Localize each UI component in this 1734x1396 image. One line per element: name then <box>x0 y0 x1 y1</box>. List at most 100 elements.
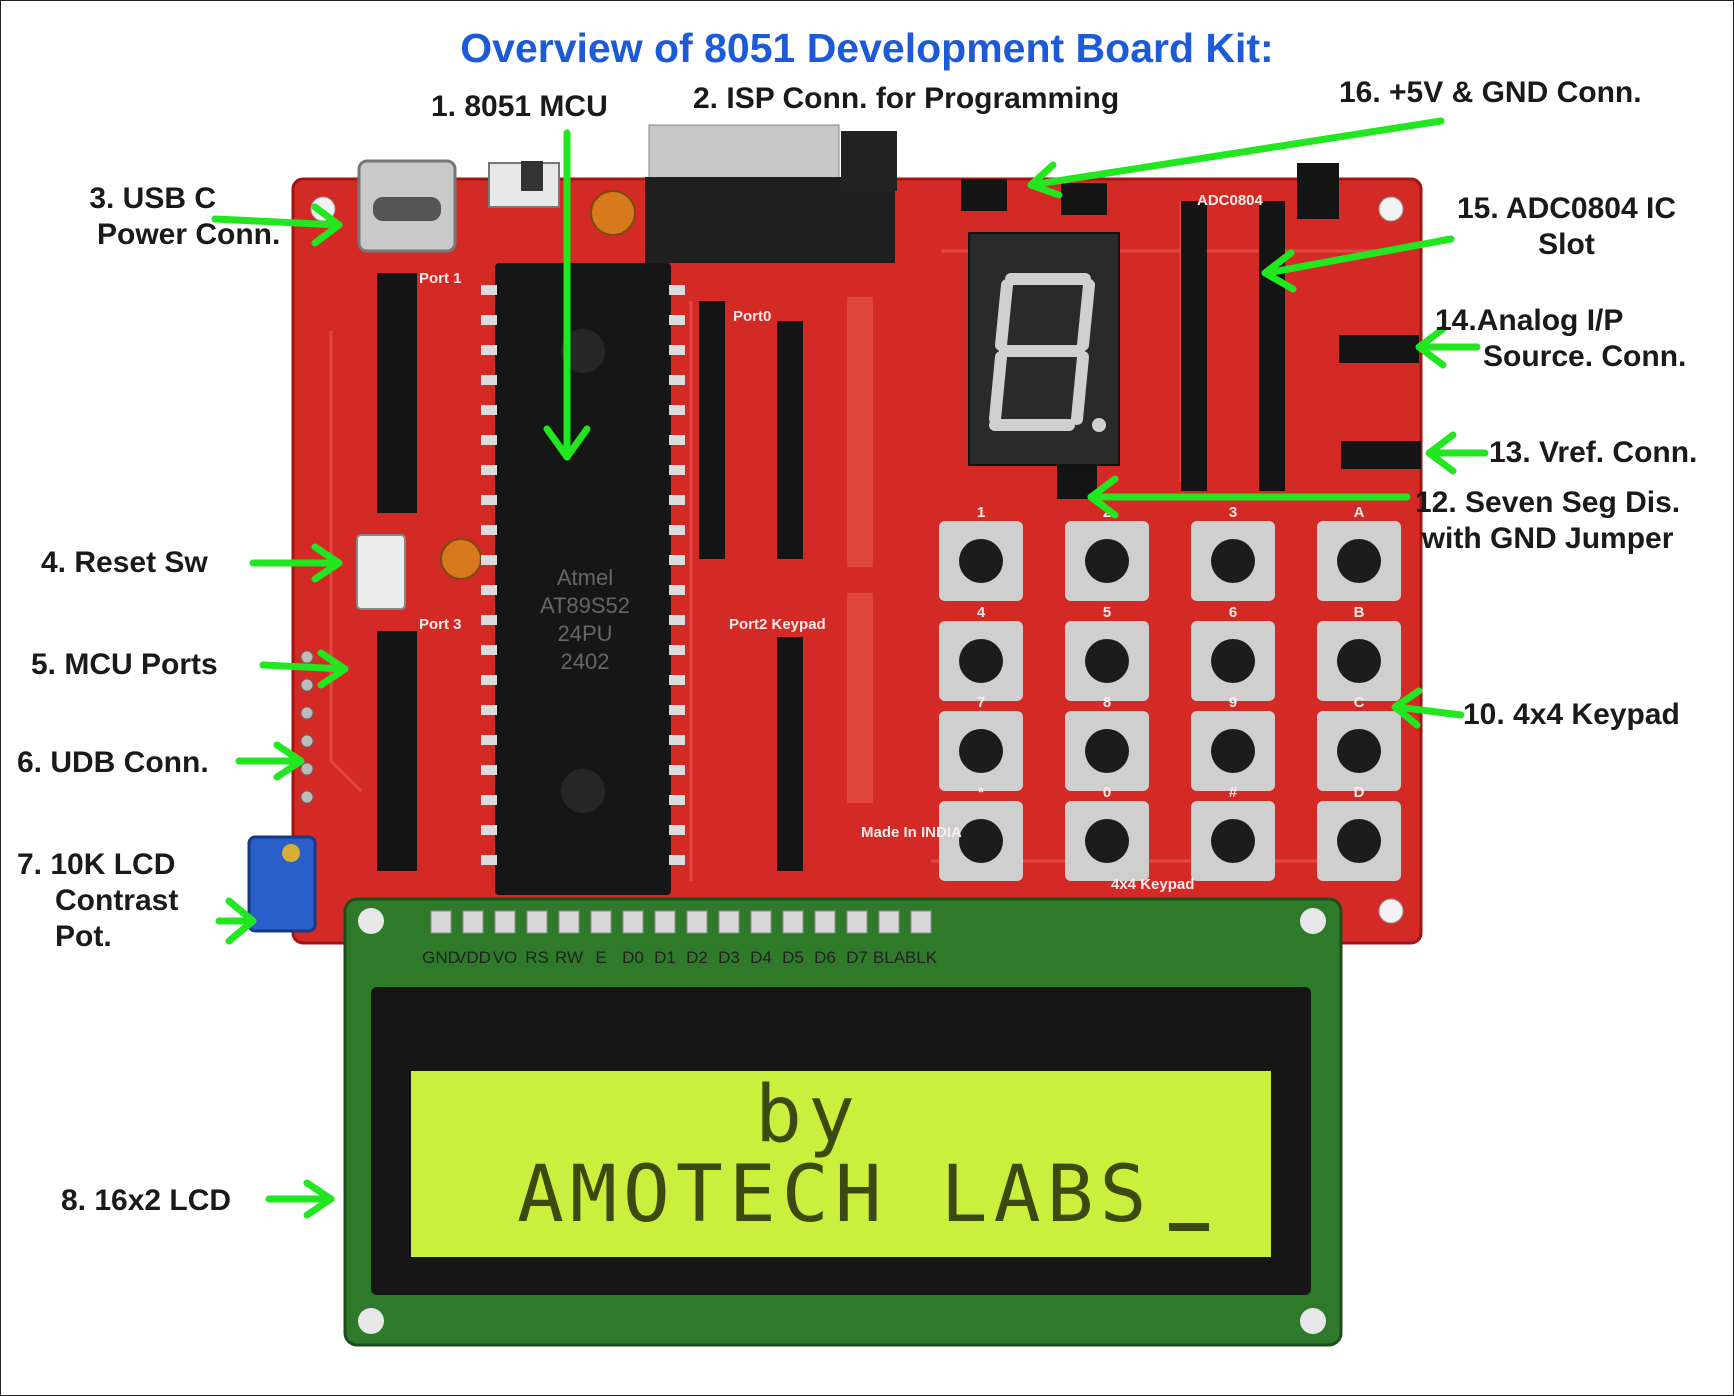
lcd-pin-label: VDD <box>455 948 491 967</box>
key-button <box>1191 801 1275 881</box>
callout-ssd: 12. Seven Seg Dis. with GND Jumper <box>1415 485 1680 557</box>
power-header-5v <box>961 179 1007 211</box>
lcd-pin-header-2 <box>847 593 873 803</box>
key-button <box>1317 621 1401 701</box>
mcu-pins-right <box>669 285 685 865</box>
mount-hole <box>1378 898 1404 924</box>
callout-text: 14.Analog I/P <box>1435 304 1624 337</box>
port2-header <box>777 637 803 871</box>
lcd-pin-label: RW <box>555 948 583 967</box>
callout-text: 5. MCU Ports <box>31 648 218 681</box>
lcd-pin-label: D2 <box>686 948 708 967</box>
silk-port3: Port 3 <box>419 616 462 633</box>
lcd-mount-hole <box>358 1308 384 1334</box>
key-label: 1 <box>977 504 985 521</box>
arrow-icon <box>1027 117 1445 199</box>
silk-port2: Port2 Keypad <box>729 616 826 633</box>
lcd-pin-label: E <box>595 948 606 967</box>
arrow-icon <box>1425 431 1489 475</box>
key-label: 8 <box>1103 694 1111 711</box>
lcd-pin-label: D0 <box>622 948 644 967</box>
lcd-pin-label: D7 <box>846 948 868 967</box>
key-label: # <box>1229 784 1238 801</box>
mount-hole <box>1378 196 1404 222</box>
lcd-pin-label: D4 <box>750 948 772 967</box>
callout-keypad: 10. 4x4 Keypad <box>1463 697 1680 733</box>
callout-text: 3. USB C <box>89 182 217 215</box>
isp-connector <box>645 177 895 263</box>
keypad <box>939 521 1401 881</box>
callout-text: 4. Reset Sw <box>41 546 208 579</box>
adc-slot-right <box>1259 201 1285 491</box>
callout-udb: 6. UDB Conn. <box>17 745 209 781</box>
udb-pins <box>300 650 314 804</box>
callout-text: 2. ISP Conn. for Programming <box>693 82 1120 115</box>
lcd-pin-label: D3 <box>718 948 740 967</box>
key-button <box>1191 621 1275 701</box>
silk-keypad: 4x4 Keypad <box>1111 876 1194 893</box>
arrow-icon <box>1415 325 1481 369</box>
lcd-pin-row <box>430 910 932 934</box>
adc-jumper <box>1297 163 1339 219</box>
callout-text: Source. Conn. <box>1483 340 1687 373</box>
lcd-pin-label: D1 <box>654 948 676 967</box>
key-button <box>1317 801 1401 881</box>
key-label: 9 <box>1229 694 1237 711</box>
lcd-line-1: by <box>755 1070 861 1160</box>
silk-port0: Port0 <box>733 308 771 325</box>
key-button <box>939 521 1023 601</box>
arrow-icon <box>249 543 343 583</box>
lcd-pin-label: GND <box>422 948 460 967</box>
callout-mcu: 1. 8051 MCU <box>431 89 608 125</box>
callout-reset: 4. Reset Sw <box>41 545 208 581</box>
callout-text: Slot <box>1538 228 1595 261</box>
lcd-line-2: AMOTECH LABS <box>517 1150 1153 1240</box>
key-button <box>1317 521 1401 601</box>
callout-text: 13. Vref. Conn. <box>1489 436 1698 469</box>
mcu-chip <box>495 263 671 895</box>
key-button <box>1191 521 1275 601</box>
arrow-icon <box>1261 235 1455 293</box>
callout-power: 16. +5V & GND Conn. <box>1339 75 1642 111</box>
key-label: 0 <box>1103 784 1111 801</box>
chip-part: AT89S52 <box>540 593 630 618</box>
key-button <box>1317 711 1401 791</box>
silk-made-in: Made In INDIA <box>861 824 962 841</box>
arrow-icon <box>265 1179 335 1219</box>
key-label: A <box>1354 504 1365 521</box>
lcd-pin-header <box>847 297 873 567</box>
key-label: 4 <box>977 604 986 621</box>
analog-connector <box>1339 335 1419 363</box>
callout-isp: 2. ISP Conn. for Programming <box>693 81 1119 117</box>
lcd-cursor <box>1169 1223 1209 1231</box>
arrow-icon <box>1087 475 1411 519</box>
chip-date: 2402 <box>561 649 610 674</box>
adc-slot-left <box>1181 201 1207 491</box>
arrow-icon <box>211 203 343 247</box>
arrow-icon <box>543 129 591 461</box>
arrow-icon <box>215 897 257 945</box>
lcd-pin-label: D5 <box>782 948 804 967</box>
key-label: 5 <box>1103 604 1111 621</box>
key-button <box>1065 801 1149 881</box>
callout-text: Power Conn. <box>97 218 281 251</box>
callout-text: Contrast <box>55 884 179 917</box>
key-label: * <box>978 784 984 801</box>
callout-adc: 15. ADC0804 IC Slot <box>1457 191 1676 263</box>
key-label: 7 <box>977 694 985 711</box>
callout-text: 8. 16x2 LCD <box>61 1184 232 1217</box>
port1-header <box>377 273 417 513</box>
lcd-pin-label: BLA <box>873 948 906 967</box>
callout-text: 10. 4x4 Keypad <box>1463 698 1680 731</box>
port0-header <box>699 301 725 559</box>
callout-vref: 13. Vref. Conn. <box>1489 435 1697 471</box>
lcd-pin-labels: GND VDD VO RS RW E D0 D1 D2 D3 D4 D5 D6 … <box>422 948 938 967</box>
keypad-key-labels: 1 2 3 A 4 5 6 B 7 8 9 C * 0 # D <box>977 504 1365 801</box>
mcu-pins-left <box>481 285 497 865</box>
callout-lcd: 8. 16x2 LCD <box>61 1183 231 1219</box>
callout-text: 1. 8051 MCU <box>431 90 608 123</box>
arrow-icon <box>235 741 305 781</box>
lcd-pin-label: RS <box>525 948 549 967</box>
key-button <box>939 621 1023 701</box>
chip-brand: Atmel <box>557 565 613 590</box>
